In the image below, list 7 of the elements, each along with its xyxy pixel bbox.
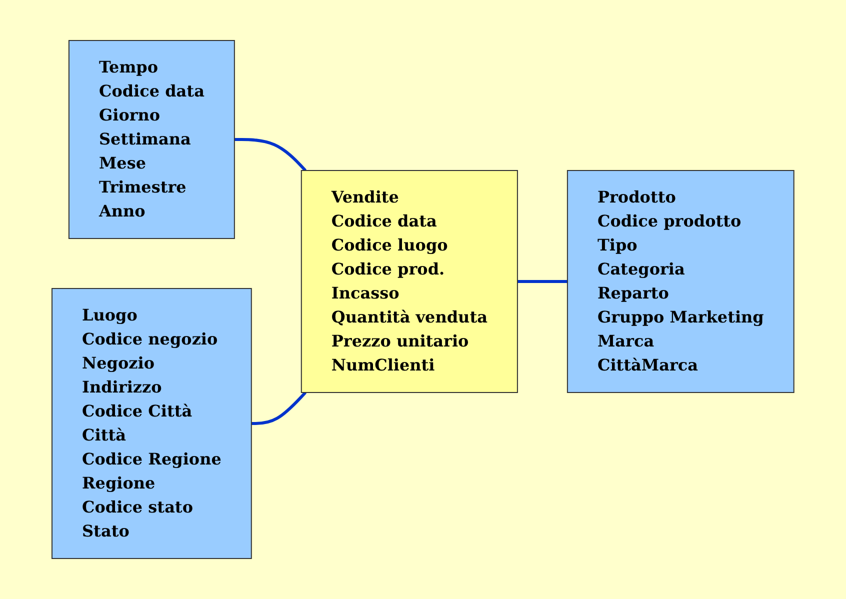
connector [251,391,307,425]
node-box: Prodotto Codice prodotto Tipo Categoria Reparto Gruppo Marketing Marca CittàMarca [567,170,794,393]
connector [518,280,568,283]
node-box: Tempo Codice data Giorno Settimana Mese Trimestre Anno [68,40,235,239]
connector [234,138,307,172]
node-box: Luogo Codice negozio Negozio Indirizzo Codice Città Città Codice Regione Regione Codice stato Stato [52,288,252,559]
node-box: Vendite Codice data Codice luogo Codice prod. Incasso Quantità venduta Prezzo unitario NumClienti [300,170,518,393]
